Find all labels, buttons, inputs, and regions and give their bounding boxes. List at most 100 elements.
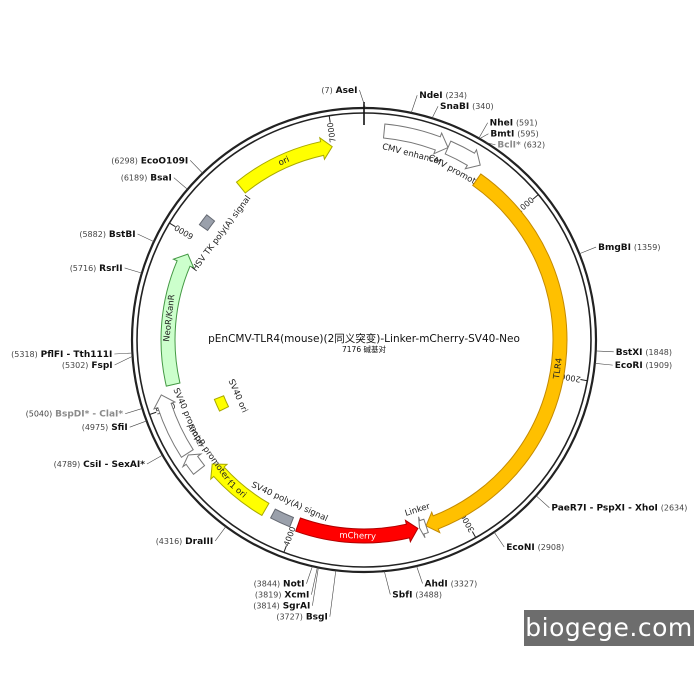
site-econi[interactable]: EcoNI (2908) bbox=[493, 531, 565, 553]
scale-tick-3000 bbox=[471, 531, 477, 538]
feature-shape bbox=[160, 253, 195, 387]
site-position: (5318) bbox=[11, 350, 38, 359]
site-sfii[interactable]: (4975) SfiI bbox=[82, 420, 147, 433]
site-ahdi[interactable]: AhdI (3327) bbox=[416, 565, 478, 590]
site-position: (1909) bbox=[646, 361, 673, 370]
site-name: BstBI bbox=[109, 230, 136, 240]
site-leader bbox=[312, 567, 319, 606]
feature-hsv-tk-poly-a-signal[interactable]: HSV TK poly(A) signal bbox=[190, 194, 253, 274]
scale-tick-label: 2000 bbox=[560, 371, 582, 384]
site-leader bbox=[125, 408, 143, 415]
site-name: BspDI* - ClaI* bbox=[55, 410, 123, 420]
feature-shape bbox=[198, 214, 216, 232]
site-label: BmtI (595) bbox=[490, 130, 538, 140]
site-noti[interactable]: (3844) NotI bbox=[254, 566, 313, 590]
site-xcmi[interactable]: (3819) XcmI bbox=[255, 567, 318, 601]
site-bstbi[interactable]: (5882) BstBI bbox=[79, 230, 155, 242]
site-name: BmtI bbox=[490, 130, 514, 140]
site-label: (5882) BstBI bbox=[79, 230, 135, 240]
site-label: (3844) NotI bbox=[254, 580, 305, 590]
scale-tick-2000 bbox=[580, 378, 588, 382]
site-position: (4789) bbox=[54, 460, 81, 469]
site-leader bbox=[416, 565, 423, 584]
site-leader bbox=[579, 246, 597, 255]
site-leader bbox=[137, 233, 155, 242]
site-leader bbox=[214, 526, 227, 542]
site-rsrii[interactable]: (5716) RsrII bbox=[70, 264, 142, 274]
site-name: EcoO109I bbox=[141, 156, 188, 166]
feature-label: SV40 ori bbox=[226, 378, 250, 415]
site-sbfi[interactable]: SbfI (3488) bbox=[383, 571, 442, 601]
site-leader bbox=[478, 122, 488, 139]
feature-tlr4[interactable]: TLR4 bbox=[425, 173, 568, 534]
site-csii-sexai[interactable]: (4789) CsiI - SexAI* bbox=[54, 454, 163, 470]
site-leader bbox=[306, 566, 313, 584]
site-name: SbfI bbox=[392, 591, 412, 601]
site-leader bbox=[329, 570, 337, 617]
site-leader bbox=[114, 355, 133, 366]
site-bsgi[interactable]: (3727) BsgI bbox=[276, 570, 337, 623]
site-label: EcoRI (1909) bbox=[615, 361, 672, 371]
site-position: (3814) bbox=[253, 602, 280, 611]
feature-neor-kanr[interactable]: NeoR/KanR bbox=[160, 253, 195, 387]
scale-tick-7000 bbox=[328, 115, 331, 123]
site-name: FspI bbox=[91, 361, 112, 371]
site-ecoo109i[interactable]: (6298) EcoO109I bbox=[111, 156, 203, 174]
site-draiii[interactable]: (4316) DraIII bbox=[156, 526, 227, 547]
site-name: PflFI - Tth111I bbox=[41, 350, 113, 360]
site-bmgbi[interactable]: BmgBI (1359) bbox=[579, 243, 660, 255]
site-name: PaeR7I - PspXI - XhoI bbox=[551, 504, 657, 514]
site-nhei[interactable]: NheI (591) bbox=[478, 119, 538, 139]
feature-shape bbox=[444, 140, 481, 170]
site-ecori[interactable]: EcoRI (1909) bbox=[594, 361, 672, 371]
site-bmti[interactable]: BmtI (595) bbox=[479, 130, 539, 140]
site-leader bbox=[485, 142, 496, 146]
feature-sv40-ori[interactable]: SV40 ori bbox=[213, 378, 250, 415]
feature-shape bbox=[382, 123, 449, 155]
site-label: (3727) BsgI bbox=[276, 613, 328, 623]
site-position: (3844) bbox=[254, 580, 281, 589]
site-position: (2908) bbox=[538, 543, 565, 552]
feature-mcherry[interactable]: mCherry bbox=[295, 517, 419, 544]
site-position: (6298) bbox=[111, 156, 138, 165]
site-label: BstXI (1848) bbox=[616, 348, 672, 358]
feature-shape bbox=[418, 516, 429, 539]
site-position: (340) bbox=[472, 102, 494, 111]
feature-shape bbox=[210, 463, 270, 517]
site-bstxi[interactable]: BstXI (1848) bbox=[595, 348, 672, 358]
site-leader bbox=[311, 567, 318, 595]
site-position: (5882) bbox=[79, 230, 106, 239]
feature-ori[interactable]: ori bbox=[235, 136, 333, 194]
site-name: NotI bbox=[283, 580, 304, 590]
site-asei[interactable]: (7) AseI bbox=[321, 86, 366, 109]
site-bcli[interactable]: BclI* (632) bbox=[485, 141, 545, 151]
site-label: (4975) SfiI bbox=[82, 423, 128, 433]
site-sgrai[interactable]: (3814) SgrAI bbox=[253, 567, 319, 612]
site-label: NheI (591) bbox=[490, 119, 538, 129]
feature-sv40-promoter[interactable]: SV40 promoter bbox=[152, 387, 206, 458]
site-position: (3327) bbox=[451, 580, 478, 589]
site-pflfi-tth111i[interactable]: (5318) PflFI - Tth111I bbox=[11, 350, 133, 360]
site-fspi[interactable]: (5302) FspI bbox=[62, 355, 133, 371]
site-label: (5716) RsrII bbox=[70, 264, 123, 274]
site-bspdi-clai[interactable]: (5040) BspDI* - ClaI* bbox=[26, 408, 143, 420]
site-bsai[interactable]: (6189) BsaI bbox=[121, 174, 188, 190]
feature-label: ori bbox=[277, 155, 291, 169]
site-label: BmgBI (1359) bbox=[598, 243, 660, 253]
site-name: BsgI bbox=[306, 613, 328, 623]
site-ndei[interactable]: NdeI (234) bbox=[410, 91, 467, 113]
site-name: AhdI bbox=[425, 580, 448, 590]
site-label: AhdI (3327) bbox=[425, 580, 478, 590]
site-label: PaeR7I - PspXI - XhoI (2634) bbox=[551, 504, 687, 514]
scale-tick-4000 bbox=[283, 545, 287, 553]
feature-shape bbox=[425, 173, 568, 534]
scale-tick-1000 bbox=[532, 194, 539, 200]
site-label: (5040) BspDI* - ClaI* bbox=[26, 410, 124, 420]
site-leader bbox=[594, 363, 613, 366]
restriction-site-layer: NdeI (234)SnaBI (340)NheI (591)BmtI (595… bbox=[11, 86, 687, 623]
site-name: BclI* bbox=[497, 141, 521, 151]
site-snabi[interactable]: SnaBI (340) bbox=[431, 102, 494, 119]
site-paer7i-pspxi-xhoi[interactable]: PaeR7I - PspXI - XhoI (2634) bbox=[535, 495, 687, 514]
scale-tick-5000 bbox=[149, 411, 157, 415]
site-name: RsrII bbox=[99, 264, 122, 274]
